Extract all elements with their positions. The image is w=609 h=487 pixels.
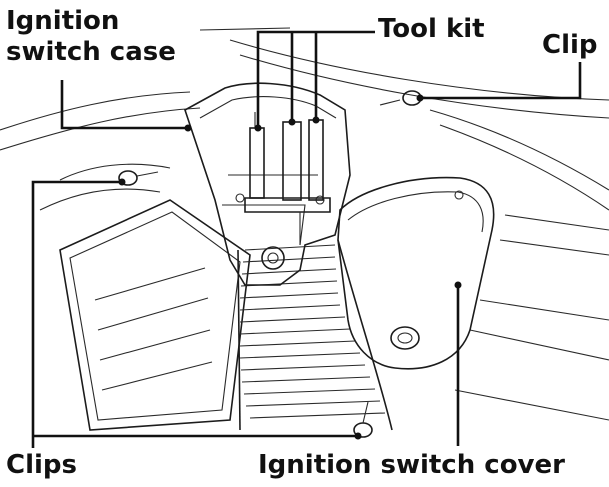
cylinder-fins — [237, 239, 393, 431]
leader-clips — [31, 180, 122, 448]
leader-tool-kit — [256, 30, 375, 128]
leader-ignition-switch-case — [60, 80, 188, 130]
label-ignition-switch-case-line2: switch case — [6, 37, 176, 67]
label-clips: Clips — [6, 450, 77, 480]
leader-lines — [31, 30, 582, 448]
ignition-switch-case-drawing — [184, 82, 351, 286]
label-clip: Clip — [542, 30, 598, 60]
ignition-switch-cover-drawing — [337, 176, 495, 370]
engine-block-left — [39, 163, 251, 431]
clip-hardware — [118, 90, 422, 438]
label-ignition-switch-case-line1: Ignition — [6, 6, 120, 36]
label-ignition-switch-cover: Ignition switch cover — [258, 450, 565, 480]
leader-dot-ignition-switch-case — [184, 124, 192, 132]
label-tool-kit: Tool kit — [378, 14, 485, 44]
leader-clip — [420, 62, 582, 100]
frame-lines — [0, 27, 609, 421]
